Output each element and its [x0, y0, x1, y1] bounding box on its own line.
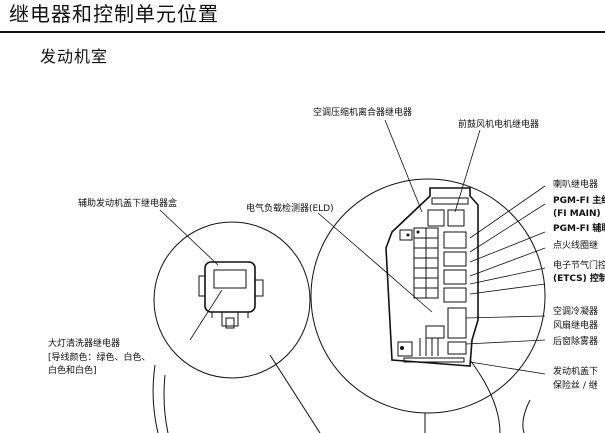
label-underhood-fuse-relay: 保险丝 / 继: [553, 381, 598, 391]
section-title: 发动机室: [40, 47, 109, 66]
engine-bay-outline: [152, 354, 531, 433]
label-etcs-control: (ETCS) 控制: [553, 274, 605, 284]
label-underhood-box: 发动机盖下: [553, 367, 599, 377]
label-condenser-fan: 空调冷凝器: [553, 307, 599, 317]
label-ac-clutch-relay: 空调压缩机离合器继电器: [313, 108, 413, 118]
label-eld: 电气负载检测器(ELD): [246, 204, 334, 214]
underhood-fuse-box-drawing: [385, 187, 479, 367]
label-rear-defogger: 后窗除雾器: [553, 337, 599, 347]
label-etcs-relay: 电子节气门控: [553, 261, 605, 271]
label-pgmfi-main-relay: PGM-FI 主继: [553, 196, 605, 206]
label-aux-underhood-relay-box: 辅助发动机盖下继电器盒: [78, 199, 178, 209]
label-fi-main: (FI MAIN): [553, 209, 601, 219]
label-blower-motor-relay: 前鼓风机电机继电器: [458, 120, 540, 130]
label-ignition-coil-relay: 点火线圈继: [553, 241, 599, 251]
fuse-box-detail-circle: [310, 178, 546, 414]
aux-box-detail-circle: [153, 221, 311, 379]
label-condenser-fan-relay: 风扇继电器: [553, 321, 599, 331]
label-pgmfi-aux-relay: PGM-FI 辅助: [553, 224, 605, 234]
title-divider: [0, 31, 605, 33]
callout-leader-lines: [159, 119, 546, 375]
label-wire-colors-cont: 白色和白色]: [48, 366, 97, 376]
aux-relay-box-drawing: [198, 261, 264, 329]
label-horn-relay: 喇叭继电器: [553, 180, 599, 190]
page-title: 继电器和控制单元位置: [9, 2, 219, 26]
label-headlight-washer-relay: 大灯清洗器继电器: [48, 339, 121, 349]
label-wire-colors: [导线颜色：绿色、白色、: [48, 353, 151, 363]
